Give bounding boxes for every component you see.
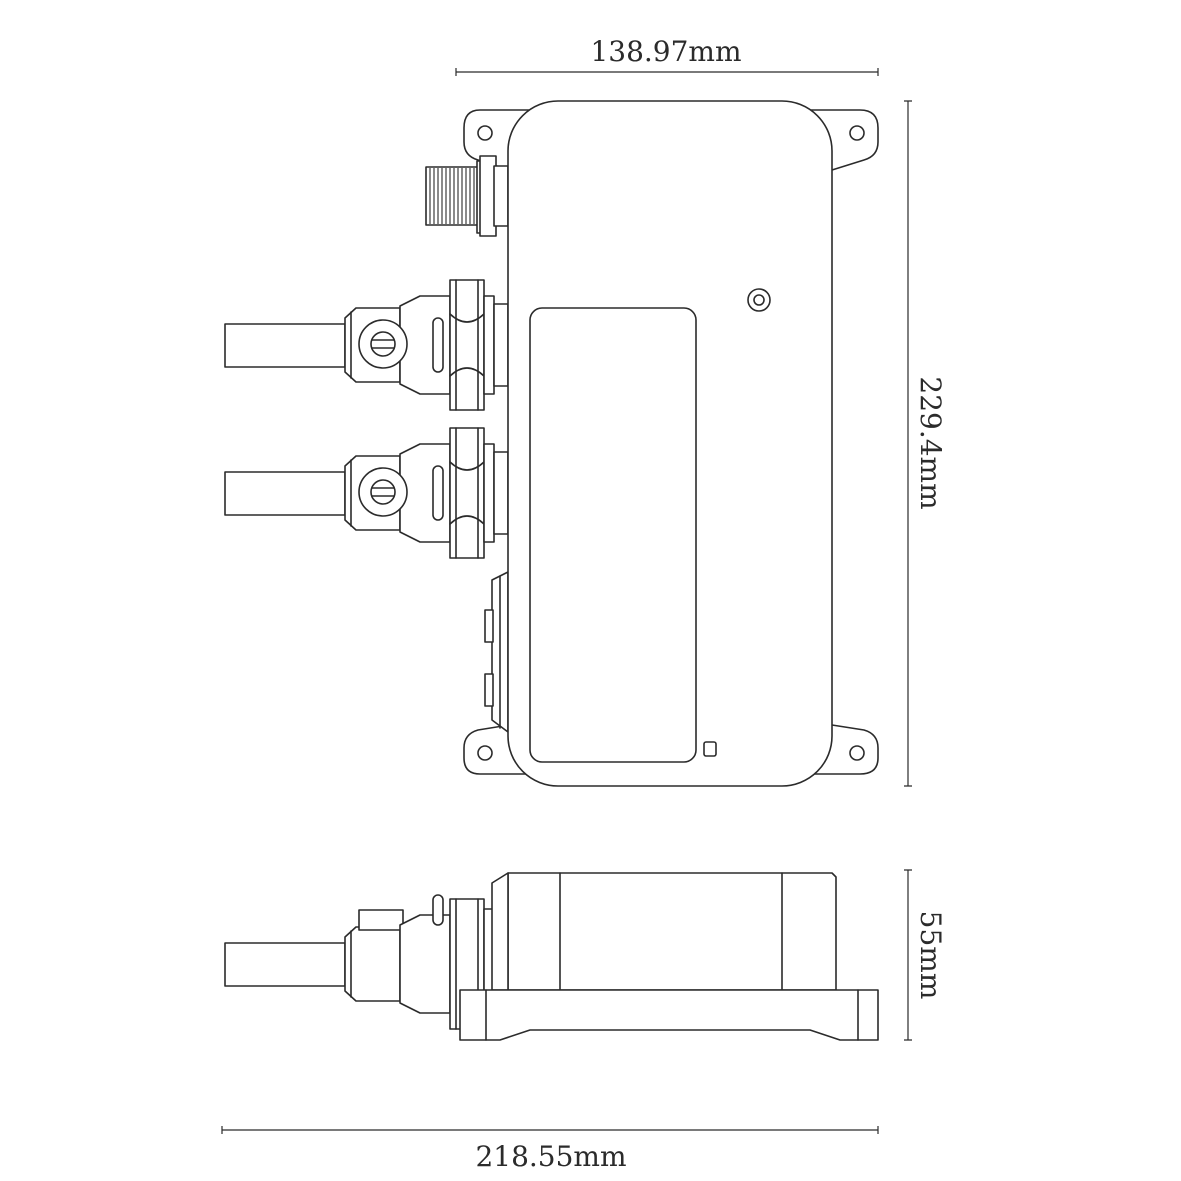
side-inlet-pipe <box>224 942 346 987</box>
front-view <box>224 100 879 787</box>
mounting-hole-bottom-right <box>849 745 865 761</box>
dimension-label-top-width: 138.97mm <box>590 35 741 68</box>
indicator-square <box>703 741 717 757</box>
side-housing-body <box>507 872 837 991</box>
side-valve-handle <box>358 909 404 931</box>
mounting-hole-top-left <box>477 125 493 141</box>
inlet-valve-upper <box>224 279 509 411</box>
side-base-plate <box>459 989 879 1041</box>
dimension-label-height: 229.4mm <box>914 376 947 509</box>
screw-inner <box>753 294 765 306</box>
threaded-outlet <box>425 155 509 237</box>
mounting-hole-top-right <box>849 125 865 141</box>
inlet-valve-lower <box>224 427 509 559</box>
dimension-label-overall-width: 218.55mm <box>475 1140 626 1173</box>
dimension-depth: 55mm <box>904 869 947 1041</box>
mounting-hole-bottom-left <box>477 745 493 761</box>
side-bracket <box>484 571 509 733</box>
side-view <box>224 872 879 1041</box>
front-panel <box>529 307 697 763</box>
dimension-label-depth: 55mm <box>914 911 947 1000</box>
dimension-top-width: 138.97mm <box>455 35 879 76</box>
dimension-height: 229.4mm <box>904 100 947 787</box>
dimension-overall-width: 218.55mm <box>221 1126 879 1173</box>
